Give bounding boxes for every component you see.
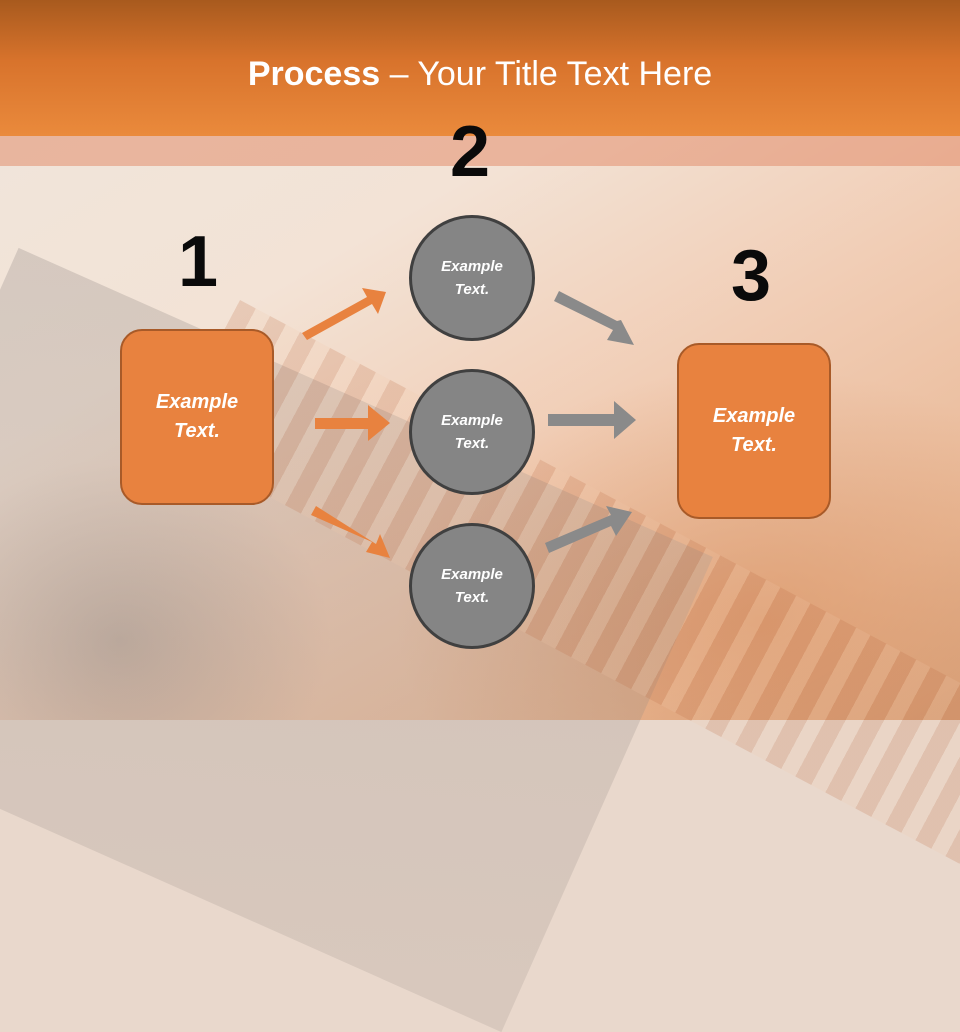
arrow-1-to-bottom [311,506,390,558]
step-1-text-line2: Text. [174,420,220,442]
step-1-text-line1: Example [155,391,239,413]
title-bar [0,0,960,136]
arrow-bottom-to-3 [545,506,632,553]
circle-top-line1: Example [441,258,503,275]
circle-top: Example Text. [409,215,535,341]
circle-middle-line1: Example [441,412,503,429]
circle-middle-line2: Text. [454,435,490,452]
step-3-text-line2: Text. [731,434,777,456]
title-bar-band [0,136,960,166]
arrow-1-to-top [302,288,386,340]
arrow-top-to-3 [554,291,634,345]
flow-arrows [302,288,636,558]
step-3-box: Example Text. [677,343,831,519]
step-number-3: 3 [731,236,772,316]
arrow-1-to-middle [315,405,390,441]
title-rest: – Your Title Text Here [380,55,713,93]
step-3-text-line1: Example [712,405,796,427]
arrow-middle-to-3 [548,401,636,439]
step-1-box: Example Text. [120,329,274,505]
title-bold: Process [247,55,381,93]
circle-middle: Example Text. [409,369,535,495]
step-number-2: 2 [450,112,491,192]
circle-bottom-line2: Text. [454,589,490,606]
slide-title: Process – Your Title Text Here [0,54,960,94]
circle-bottom: Example Text. [409,523,535,649]
circle-top-line2: Text. [454,281,490,298]
circle-bottom-line1: Example [441,566,503,583]
step-number-1: 1 [178,222,219,302]
